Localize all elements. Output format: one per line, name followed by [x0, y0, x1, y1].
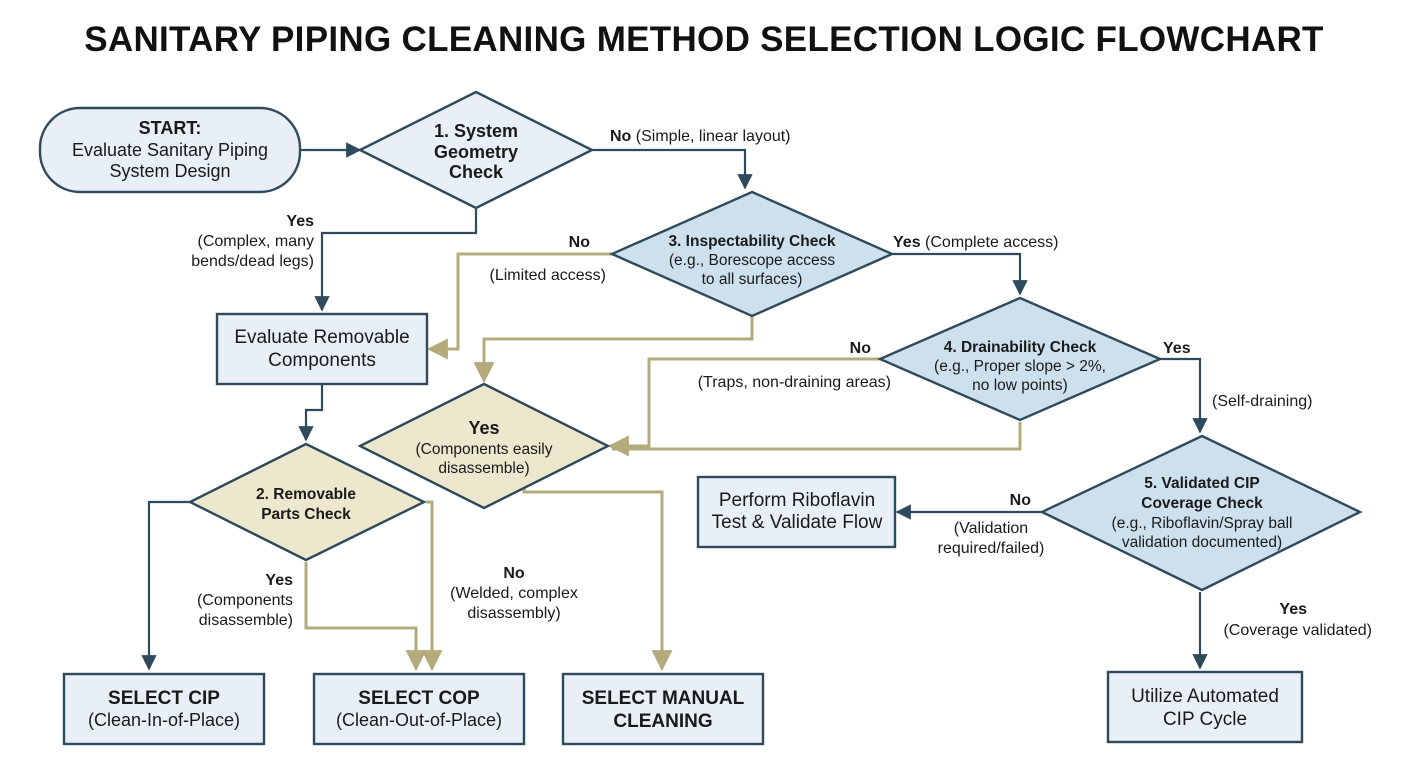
drainability-check-node: [876, 296, 1164, 422]
auto-cip-line-1: Utilize Automated: [1131, 686, 1279, 707]
geometry-no-label: No (Simple, linear layout): [610, 128, 791, 145]
coverage-no-label: No: [1010, 492, 1032, 509]
select-cip-line-1: SELECT CIP: [108, 688, 220, 709]
drain-line-1: 4. Drainability Check: [944, 339, 1097, 356]
coverage-line-1: 5. Validated CIP: [1144, 475, 1259, 492]
coverage-no-detail-2: required/failed): [938, 540, 1045, 557]
parts-line-1: 2. Removable: [256, 486, 356, 503]
edge-geometry-no-to-inspect: [592, 148, 753, 190]
edge-parts-yes-to-cop: [304, 562, 427, 672]
select-manual-line-2: CLEANING: [613, 711, 712, 732]
select-cop-line-1: SELECT COP: [358, 688, 480, 709]
evaluate-removable-node: [215, 312, 429, 386]
auto-cip-line-2: CIP Cycle: [1163, 709, 1247, 730]
parts-yes-detail-2: disassemble): [199, 612, 293, 629]
edge-inspect-yes-to-drain: [892, 252, 1028, 296]
inspect-no-label: No: [569, 234, 591, 251]
coverage-line-2: Coverage Check: [1141, 495, 1263, 512]
page-title: SANITARY PIPING CLEANING METHOD SELECTIO…: [84, 20, 1324, 59]
parts-line-2: Parts Check: [261, 506, 351, 523]
inspect-line-2: (e.g., Borescope access: [669, 252, 836, 269]
start-node: [38, 106, 302, 194]
drain-yes-detail: (Self-draining): [1212, 393, 1312, 410]
edge-drain-bottom-to-disassemble: [612, 422, 1022, 451]
parts-no-detail-2: disassembly): [467, 605, 560, 622]
riboflavin-line-1: Perform Riboflavin: [719, 490, 875, 511]
parts-yes-detail-1: (Components: [197, 592, 293, 609]
edge-inspect-no-to-removable: [426, 252, 612, 360]
select-cop-node: [312, 672, 526, 746]
automated-cip-node: [1106, 670, 1304, 744]
geometry-line-2: Geometry: [434, 142, 518, 162]
disassemble-line-3: disassemble): [438, 460, 529, 477]
coverage-line-4: validation documented): [1122, 534, 1282, 551]
parts-no-detail-1: (Welded, complex: [450, 585, 578, 602]
parts-yes-label: Yes: [265, 572, 293, 589]
riboflavin-node: [696, 475, 897, 549]
edge-geometry-yes-to-removable: [314, 208, 478, 312]
inspect-line-1: 3. Inspectability Check: [668, 233, 835, 250]
removable-eval-line-1: Evaluate Removable: [234, 327, 409, 348]
drain-no-detail: (Traps, non-draining areas): [698, 374, 891, 391]
edge-drain-no-to-disassemble: [607, 357, 880, 457]
riboflavin-line-2: Test & Validate Flow: [712, 512, 883, 533]
disassemble-line-2: (Components easily: [416, 441, 553, 458]
edge-drain-yes-to-coverage: [1160, 357, 1208, 434]
disassemble-line-1: Yes: [468, 418, 499, 438]
geometry-line-1: 1. System: [434, 121, 518, 141]
select-manual-line-1: SELECT MANUAL: [582, 688, 745, 709]
geometry-check-node: [357, 90, 595, 210]
inspectability-check-node: [609, 190, 895, 318]
select-cop-line-2: (Clean-Out-of-Place): [336, 710, 502, 730]
edge-removable-to-parts: [298, 384, 324, 442]
geometry-yes-detail-2: bends/dead legs): [191, 253, 314, 270]
inspect-line-3: to all surfaces): [702, 271, 803, 288]
cip-coverage-check-node: [1039, 434, 1363, 592]
select-cip-node: [62, 672, 266, 746]
geometry-yes-detail-1: (Complex, many: [198, 233, 314, 250]
coverage-yes-label: Yes: [1279, 601, 1307, 618]
start-line-2: Evaluate Sanitary Piping: [72, 140, 268, 160]
coverage-yes-detail: (Coverage validated): [1223, 622, 1372, 639]
start-line-1: START:: [139, 118, 202, 138]
drain-no-label: No: [850, 340, 872, 357]
select-cip-line-2: (Clean-In-of-Place): [88, 710, 240, 730]
drain-yes-label: Yes: [1163, 340, 1191, 357]
parts-no-label: No: [503, 565, 525, 582]
inspect-yes-label: Yes (Complete access): [893, 234, 1058, 251]
coverage-no-detail-1: (Validation: [954, 520, 1028, 537]
edge-disassemble-to-manual: [522, 480, 673, 672]
inspect-no-detail: (Limited access): [490, 267, 606, 284]
edge-parts-no-to-cop: [421, 500, 443, 672]
drain-line-3: no low points): [972, 377, 1068, 394]
drain-line-2: (e.g., Proper slope > 2%,: [934, 358, 1106, 375]
geometry-yes-label: Yes: [286, 213, 314, 230]
removable-parts-check-node: [187, 442, 427, 562]
edge-parts-to-cip: [141, 500, 192, 671]
geometry-line-3: Check: [449, 162, 504, 182]
disassemble-check-node: [357, 382, 611, 510]
removable-eval-line-2: Components: [268, 350, 376, 371]
coverage-line-3: (e.g., Riboflavin/Spray ball: [1112, 515, 1293, 532]
start-line-3: System Design: [109, 161, 230, 181]
edge-inspect-to-disassemble: [473, 316, 754, 384]
select-manual-node: [561, 672, 765, 746]
